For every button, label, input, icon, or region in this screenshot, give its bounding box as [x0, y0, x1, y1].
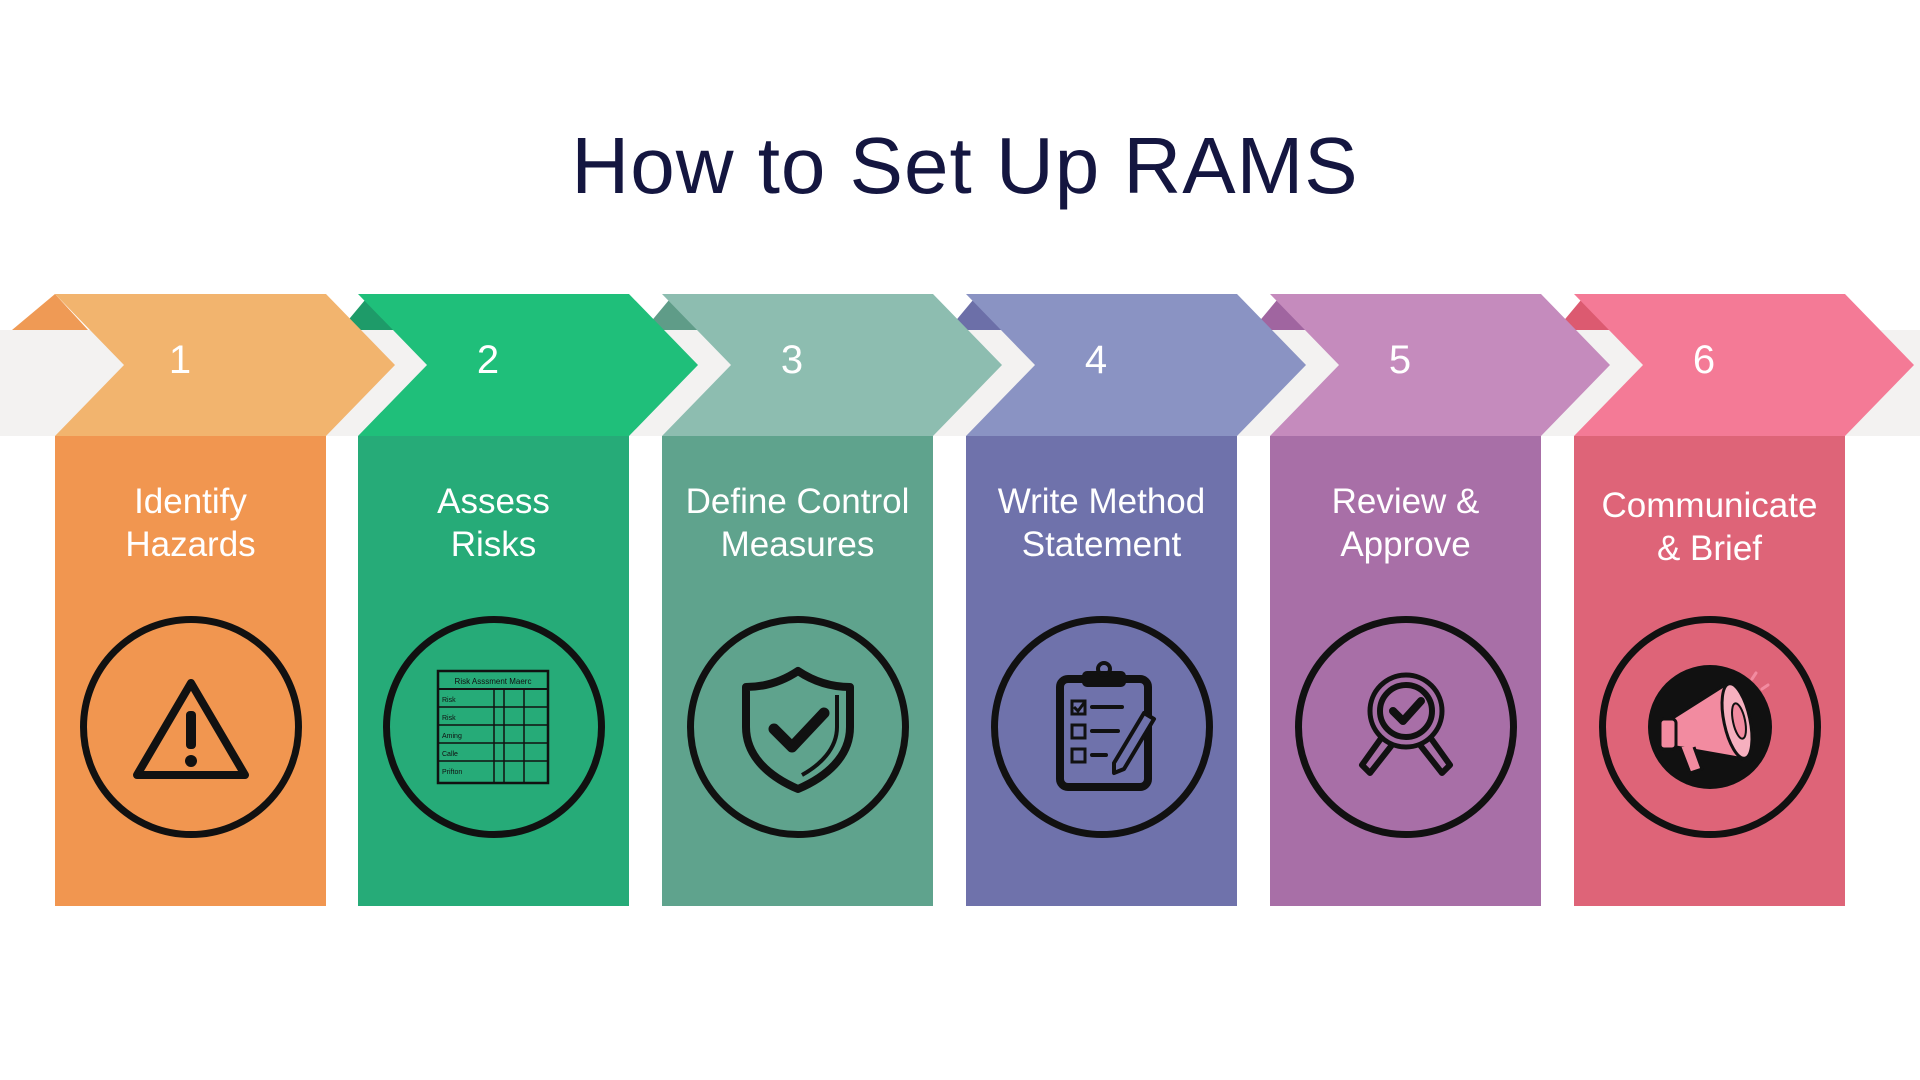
- arrow-fold-3: [644, 294, 702, 330]
- arrow-1: [55, 294, 395, 436]
- warning-icon: [133, 679, 249, 779]
- risk-matrix-row: Risk: [442, 715, 456, 722]
- step-number-3: 3: [780, 338, 804, 382]
- risk-matrix-heading: Risk Asssment Maerc: [455, 677, 532, 686]
- arrow-2: [358, 294, 698, 436]
- page-title: How to Set Up RAMS: [571, 121, 1359, 210]
- step-label-6: Communicate & Brief: [1601, 486, 1818, 568]
- step-panel-3: Define Control Measures: [662, 436, 933, 906]
- step-icon-circle-5: [1295, 616, 1517, 838]
- step-panel-1: Identify Hazards: [55, 436, 326, 906]
- magnifier-check-icon: [1359, 672, 1453, 776]
- arrow-4: [966, 294, 1306, 436]
- arrow-5: [1270, 294, 1610, 436]
- step-panel-4: Write Method Statement: [966, 436, 1237, 906]
- megaphone-icon: [1648, 665, 1772, 789]
- step-icon-circle-2: Risk Asssment Maerc Risk Risk Aming Call…: [383, 616, 605, 838]
- arrow-fold-6: [1556, 294, 1614, 330]
- step-label-2: Assess Risks: [437, 482, 550, 564]
- risk-matrix-icon: Risk Asssment Maerc Risk Risk Aming Call…: [436, 669, 550, 785]
- step-label-5: Review & Approve: [1331, 482, 1480, 564]
- arrow-6: [1574, 294, 1914, 436]
- step-label-1: Identify Hazards: [125, 482, 256, 564]
- step-icon-circle-4: [991, 616, 1213, 838]
- step-panel-6: Communicate & Brief: [1574, 436, 1845, 906]
- risk-matrix-row: Risk: [442, 697, 456, 704]
- step-icon-circle-6: [1599, 616, 1821, 838]
- step-number-5: 5: [1388, 338, 1412, 382]
- step-number-2: 2: [476, 338, 500, 382]
- clipboard-checklist-icon: [1056, 661, 1156, 791]
- step-number-4: 4: [1084, 338, 1108, 382]
- step-panel-5: Review & Approve: [1270, 436, 1541, 906]
- step-number-1: 1: [168, 338, 192, 382]
- risk-matrix-row: Aming: [442, 733, 462, 740]
- risk-matrix-row: Calle: [442, 751, 458, 758]
- arrow-fold-5: [1252, 294, 1310, 330]
- shield-check-icon: [742, 667, 854, 793]
- risk-matrix-row: Prifton: [442, 769, 462, 776]
- step-label-4: Write Method Statement: [997, 482, 1206, 564]
- step-icon-circle-3: [687, 616, 909, 838]
- arrow-fold-1: [12, 294, 88, 330]
- arrow-fold-4: [948, 294, 1006, 330]
- arrow-3: [662, 294, 1002, 436]
- step-icon-circle-1: [80, 616, 302, 838]
- step-panel-2: Assess Risks Risk Asssment Maerc Risk Ri…: [358, 436, 629, 906]
- arrow-fold-2: [340, 294, 398, 330]
- step-number-6: 6: [1692, 338, 1716, 382]
- step-label-3: Define Control Measures: [685, 482, 910, 564]
